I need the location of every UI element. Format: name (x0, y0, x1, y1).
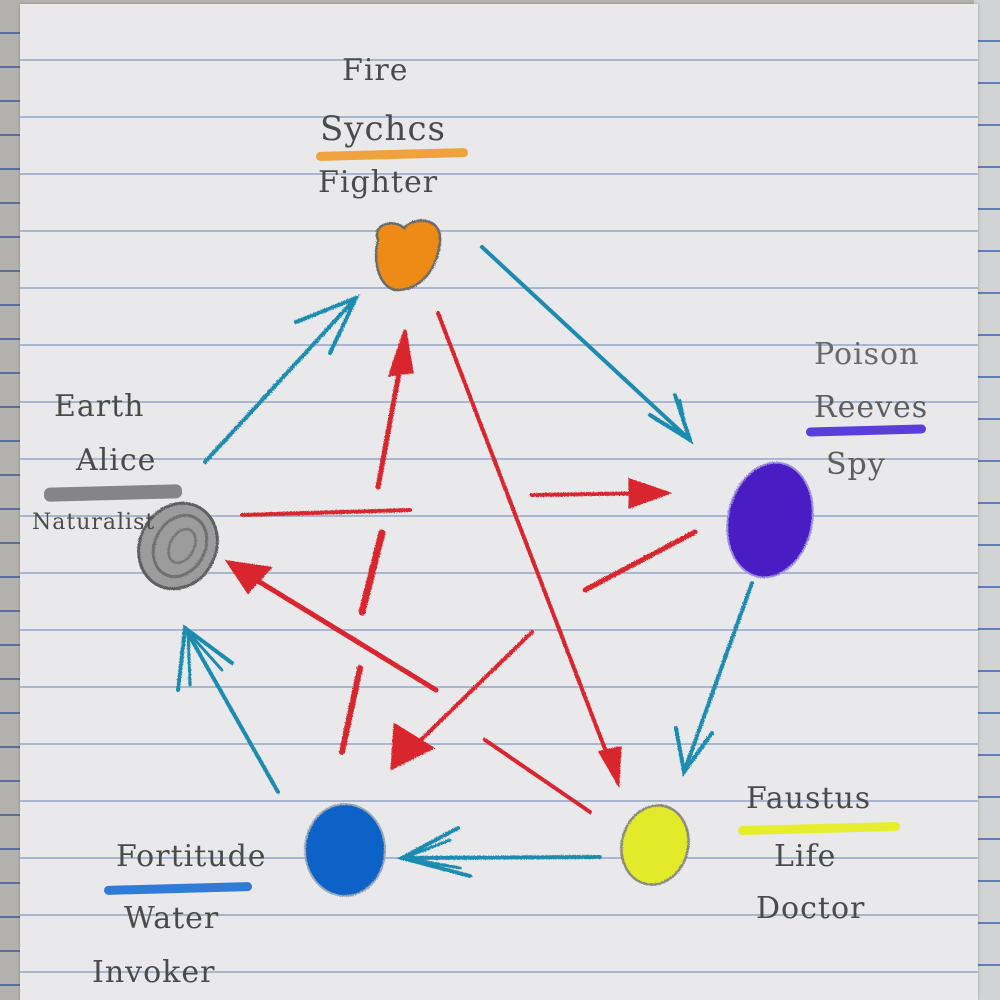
node-life (620, 804, 690, 886)
role-label-poison: Spy (826, 447, 886, 482)
role-label-water: Invoker (92, 955, 216, 990)
character-name-life: Faustus (746, 781, 872, 816)
arrow-water-to-fire (339, 329, 414, 755)
arrow-life-to-earth (224, 560, 592, 814)
element-label-life: Life (774, 839, 837, 874)
character-name-fire: Sychcs (320, 109, 446, 149)
element-label-earth: Earth (54, 389, 145, 424)
character-name-earth: Alice (76, 443, 157, 478)
role-label-earth: Naturalist (32, 510, 156, 535)
character-name-poison: Reeves (814, 390, 929, 425)
arrow-water-to-earth (176, 624, 280, 794)
arrow-earth-to-fire (203, 294, 360, 464)
role-label-fire: Fighter (318, 165, 439, 200)
element-label-fire: Fire (342, 53, 409, 88)
arrow-poison-to-life (674, 581, 754, 777)
arrow-poison-to-water (390, 529, 698, 771)
arrow-fire-to-life (436, 311, 622, 789)
arrow-fire-to-poison (480, 245, 694, 445)
character-name-water: Fortitude (116, 839, 267, 874)
node-fire (374, 219, 442, 292)
arrow-earth-to-poison (240, 477, 673, 517)
role-label-life: Doctor (756, 891, 866, 926)
arrow-life-to-water (396, 826, 602, 878)
element-label-poison: Poison (814, 337, 920, 372)
node-poison (726, 461, 814, 579)
element-label-water: Water (124, 901, 220, 936)
background-graph-paper (974, 0, 1000, 1000)
node-water (304, 803, 386, 897)
outer-arrows (176, 245, 754, 878)
node-earth (137, 501, 219, 591)
inner-arrows (224, 311, 698, 814)
